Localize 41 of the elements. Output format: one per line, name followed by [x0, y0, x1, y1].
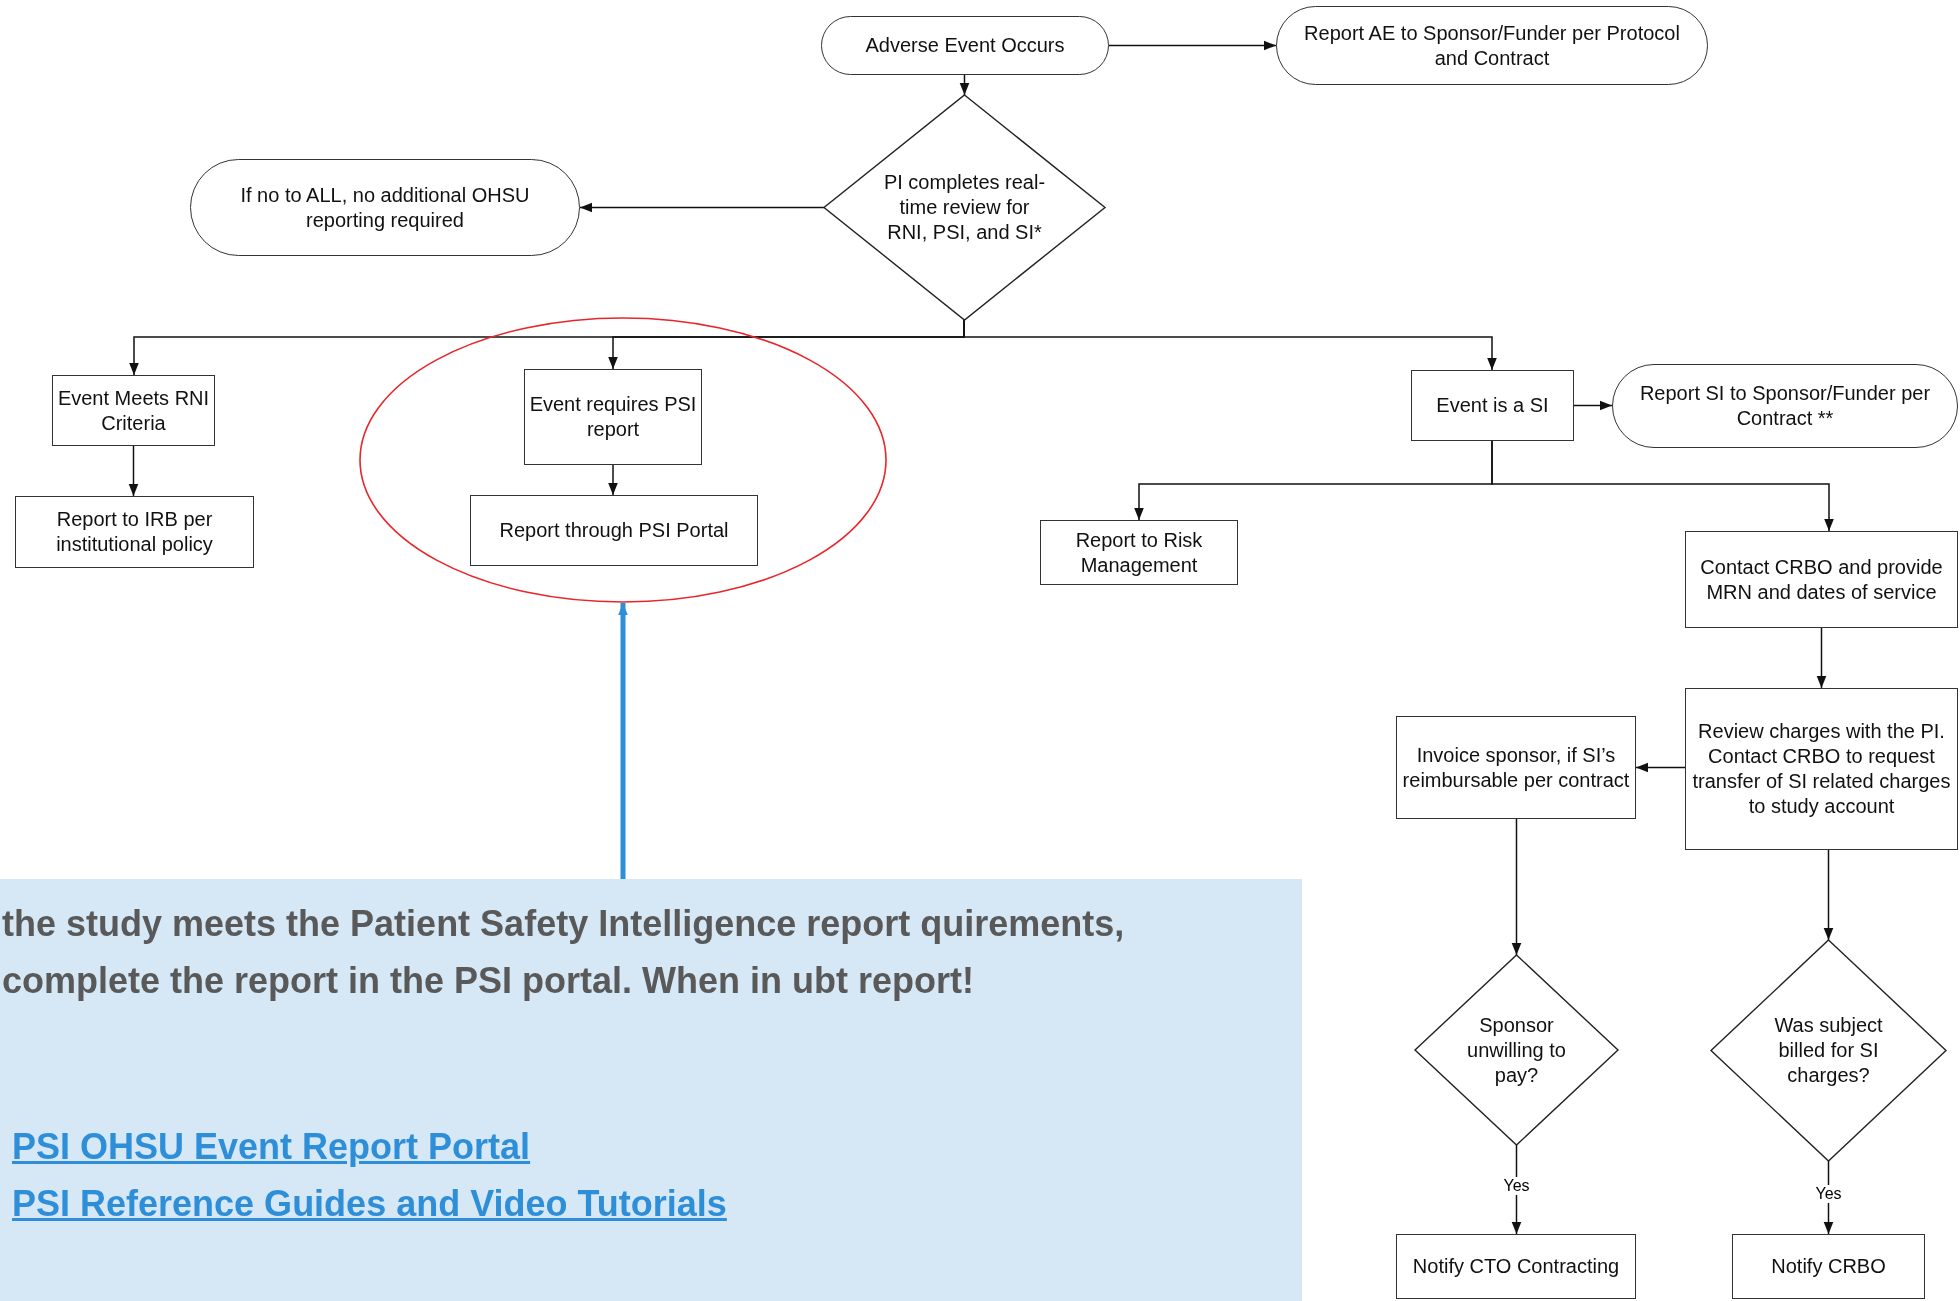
edge-label: Yes	[1813, 1184, 1844, 1203]
process-box: Report to IRB per institutional policy	[15, 496, 254, 568]
process-box: Report through PSI Portal	[470, 495, 758, 566]
arrow	[959, 74, 970, 96]
arrow	[128, 445, 139, 497]
callout-text: the study meets the Patient Safety Intelligence report quirements, complete the report in the PSI portal. When in ubt report!	[2, 902, 1126, 1003]
process-box: Contact CRBO and provide MRN and dates of service	[1685, 531, 1958, 628]
text-link: PSI OHSU Event Report Portal	[12, 1125, 531, 1169]
arrow	[1108, 40, 1277, 51]
arrow	[1573, 400, 1613, 411]
process-box: Review charges with the PI. Contact CRBO to request transfer of SI related charges to study account	[1685, 688, 1958, 850]
terminal-pill: Report AE to Sponsor/Funder per Protocol and Contract	[1276, 6, 1708, 85]
terminal-pill: If no to ALL, no additional OHSU reporting required	[190, 159, 580, 256]
process-box: Invoice sponsor, if SI’s reimbursable per contract	[1396, 716, 1636, 819]
process-box: Event Meets RNI Criteria	[52, 375, 215, 446]
decision-diamond	[1711, 940, 1946, 1161]
process-box: Report to Risk Management	[1040, 520, 1238, 585]
text-link: PSI Reference Guides and Video Tutorials	[12, 1182, 727, 1226]
arrow	[1635, 762, 1686, 773]
decision-diamond	[1415, 955, 1618, 1145]
process-box: Notify CRBO	[1732, 1234, 1925, 1299]
terminal-pill: Adverse Event Occurs	[821, 16, 1109, 75]
decision-diamond	[824, 95, 1105, 320]
process-box: Event requires PSI report	[524, 369, 702, 465]
decision-text: Sponsor unwilling to pay?	[1466, 1012, 1567, 1088]
callout-panel	[0, 879, 1302, 1301]
edge-label: Yes	[1501, 1176, 1532, 1195]
decision-text: Was subject billed for SI charges?	[1773, 1013, 1884, 1088]
arrow	[608, 464, 618, 496]
arrow	[1823, 849, 1834, 941]
process-box: Notify CTO Contracting	[1396, 1234, 1636, 1299]
arrow	[1816, 627, 1827, 689]
arrow	[1511, 818, 1522, 956]
process-box: Event is a SI	[1411, 370, 1574, 441]
arrow	[579, 202, 825, 213]
decision-text: PI completes real-time review for RNI, PSI, and SI*	[882, 170, 1047, 245]
arrow	[1491, 440, 1834, 532]
highlight-ellipse	[359, 317, 887, 603]
arrow	[963, 319, 1497, 371]
terminal-pill: Report SI to Sponsor/Funder per Contract **	[1612, 364, 1958, 448]
arrow	[618, 603, 628, 879]
